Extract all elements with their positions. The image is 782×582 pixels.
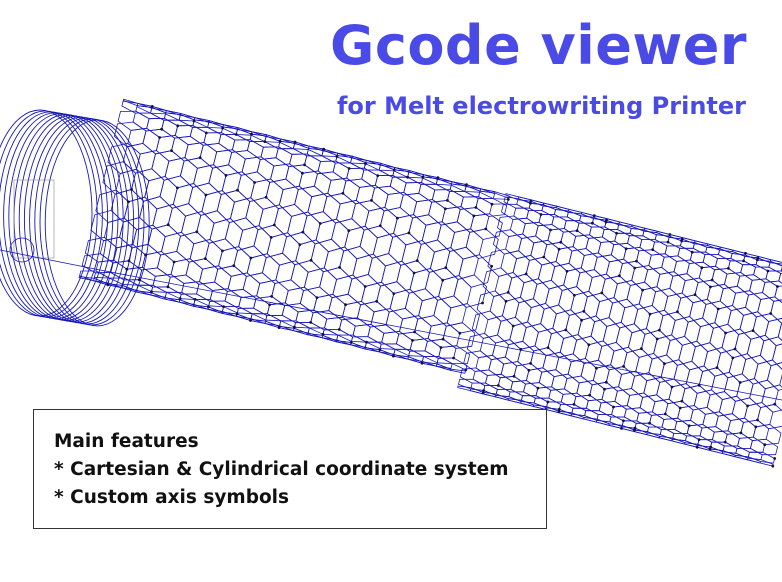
- features-heading: Main features: [54, 431, 199, 452]
- feature-item-custom-axis: * Custom axis symbols: [54, 487, 290, 508]
- app-subtitle: for Melt electrowriting Printer: [336, 92, 746, 120]
- coil-spring: [0, 109, 150, 327]
- hexagon-mesh-tube-right: [457, 193, 782, 468]
- features-panel: Main features * Cartesian & Cylindrical …: [33, 409, 547, 529]
- hexagon-mesh-tube-left: [78, 98, 510, 374]
- app-title: Gcode viewer: [330, 14, 747, 77]
- feature-item-cartesian-cylindrical: * Cartesian & Cylindrical coordinate sys…: [54, 459, 509, 480]
- center-axis-line: [0, 249, 782, 401]
